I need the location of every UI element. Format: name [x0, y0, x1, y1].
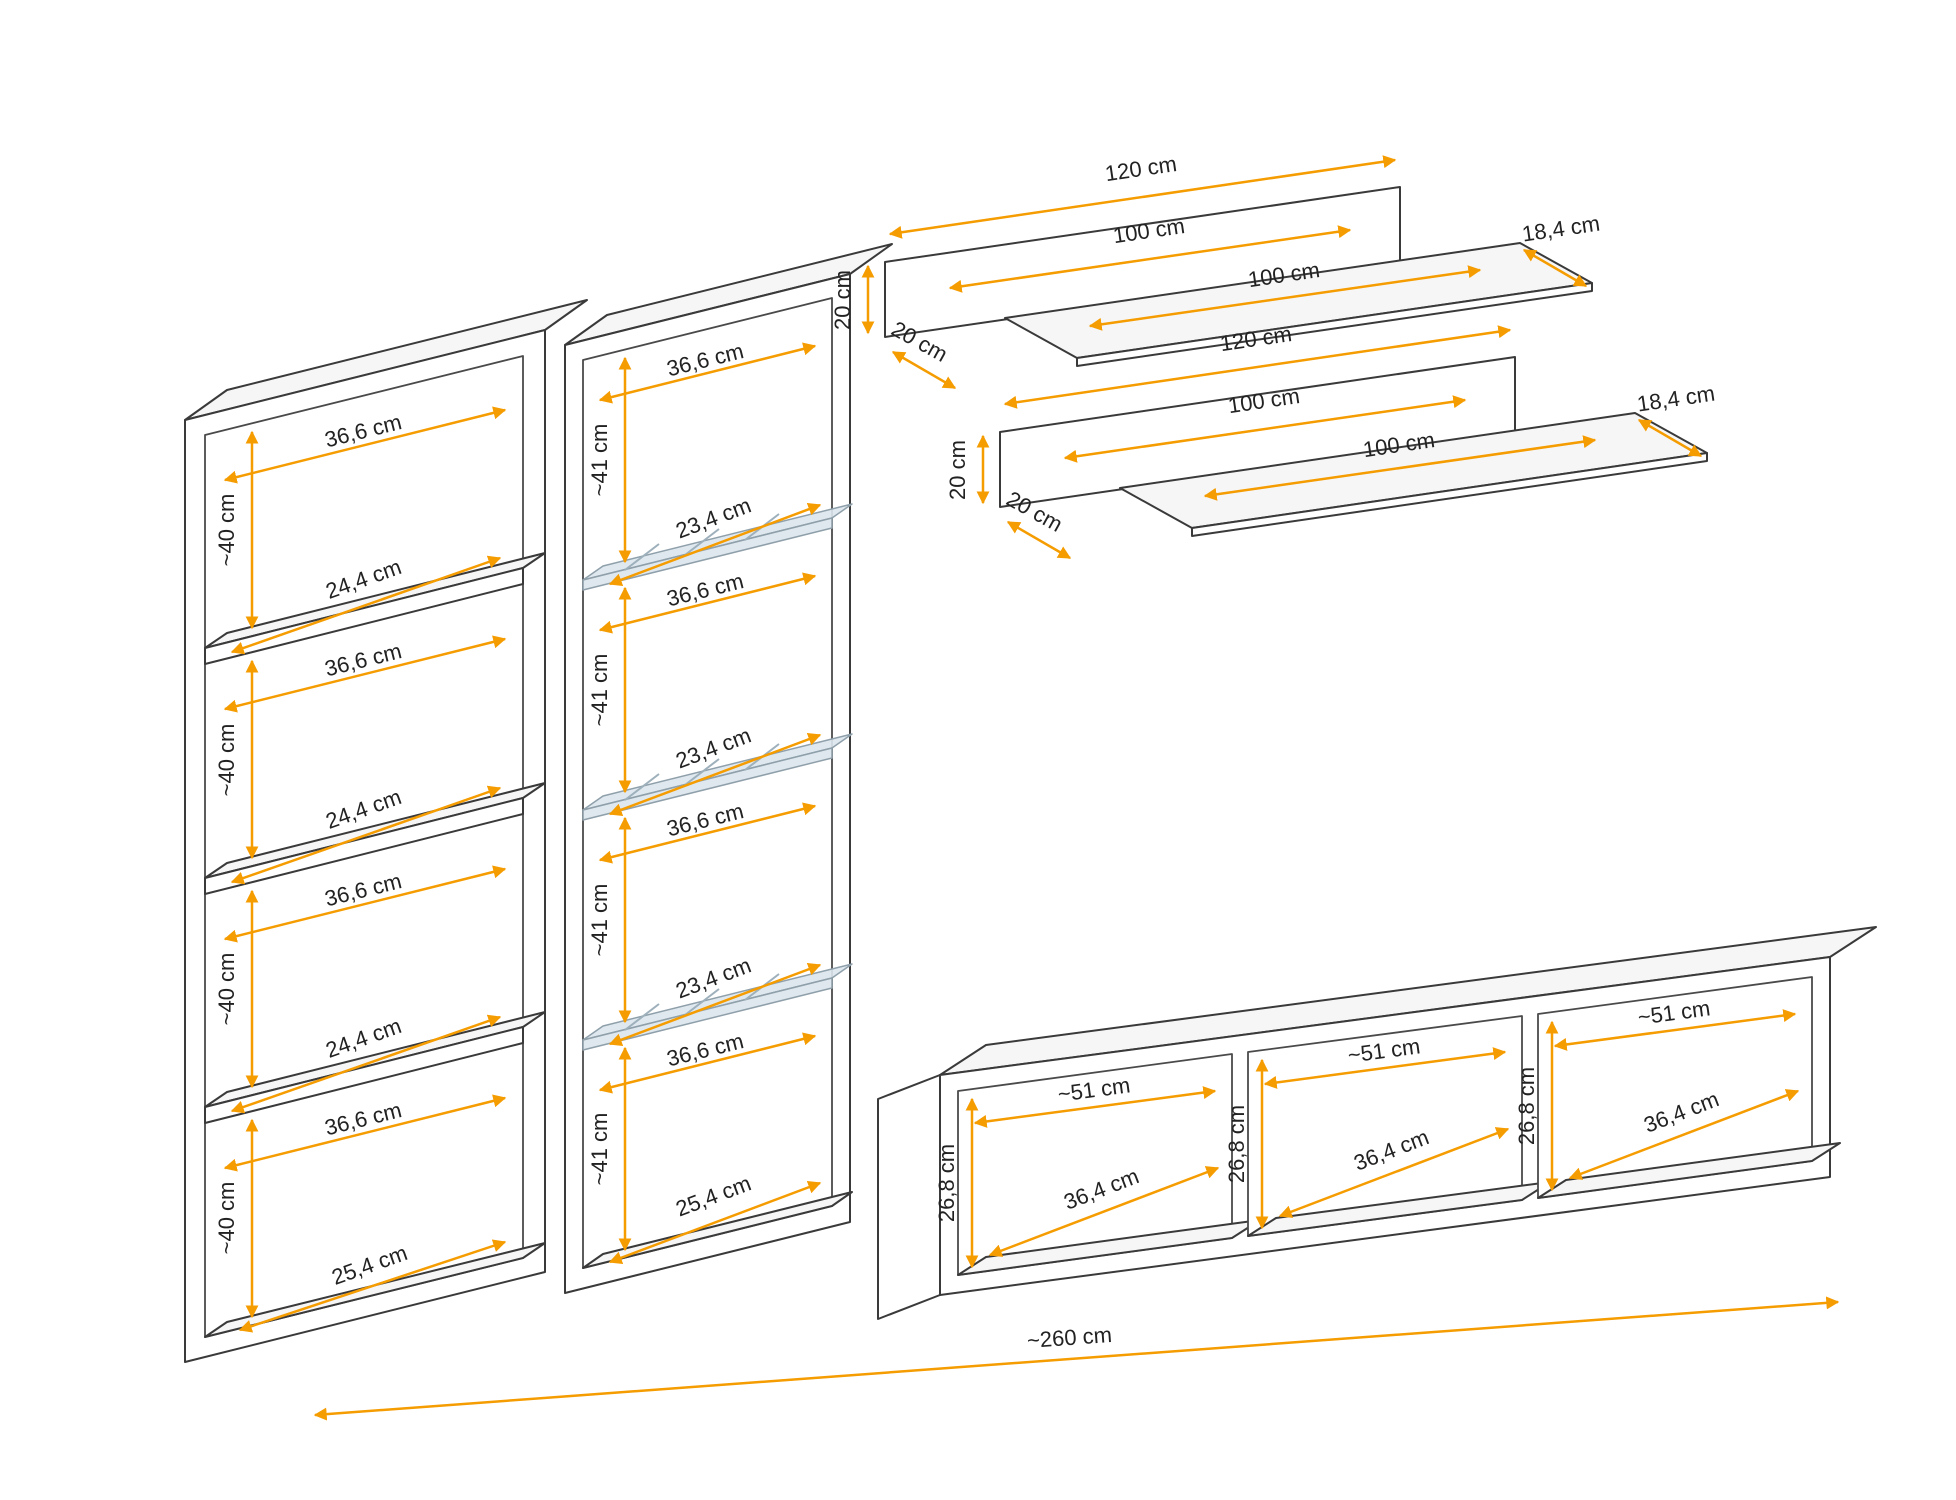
tv-stand: ~51 cm 36,4 cm 26,8 cm ~51 cm 36,4 cm 26… — [877, 926, 1877, 1320]
dim-arrow — [1003, 325, 1512, 409]
dim-arrow — [1522, 248, 1588, 288]
left-cabinet: 36,6 cm ~40 cm 24,4 cm 36,6 cm ~40 cm 24… — [184, 299, 588, 1363]
dim-arrow — [223, 1094, 507, 1172]
overall-width-dimension: ~260 cm — [313, 1296, 1840, 1421]
dim-arrow — [888, 155, 1397, 239]
dim-arrow — [313, 1296, 1840, 1421]
dim-arrow — [891, 350, 957, 390]
dim-label: ~41 cm — [587, 1113, 612, 1186]
dim-arrow — [598, 572, 817, 634]
dim-label: ~41 cm — [587, 654, 612, 727]
dim-label: ~40 cm — [214, 1182, 239, 1255]
dim-arrow — [598, 1032, 817, 1094]
dim-arrow — [608, 1181, 822, 1264]
dim-arrow — [1568, 1089, 1800, 1180]
wall-shelf-2: 120 cm 100 cm 18,4 cm 100 cm 20 cm 20 cm — [945, 321, 1716, 560]
tv-stand-left-cap — [877, 1074, 941, 1320]
dim-arrow — [1278, 1127, 1510, 1218]
dim-arrow — [598, 342, 817, 404]
dim-label: ~260 cm — [1026, 1322, 1113, 1353]
dim-arrow — [1063, 395, 1467, 463]
dim-arrow — [238, 1239, 507, 1333]
dim-label: 20 cm — [945, 440, 970, 500]
dim-arrow — [1263, 1047, 1507, 1089]
dim-arrow — [608, 963, 822, 1046]
dim-arrow — [598, 802, 817, 864]
dim-arrow — [1088, 265, 1482, 331]
dim-arrow — [988, 1166, 1220, 1257]
dim-label: 20 cm — [830, 270, 855, 330]
dim-label: 26,8 cm — [1514, 1067, 1539, 1145]
dim-label: ~40 cm — [214, 494, 239, 567]
dim-arrow — [948, 225, 1352, 293]
dim-label: ~40 cm — [214, 953, 239, 1026]
display-cabinet: 36,6 cm ~41 cm 23,4 cm 36,6 cm ~41 cm 23… — [564, 243, 893, 1294]
dim-label: ~41 cm — [587, 884, 612, 957]
dim-arrow — [1553, 1009, 1797, 1051]
dim-arrow — [1637, 418, 1703, 458]
dim-arrow — [973, 1086, 1217, 1128]
dim-label: 26,8 cm — [934, 1144, 959, 1222]
dim-label: ~40 cm — [214, 724, 239, 797]
wall-shelf-1: 120 cm 100 cm 18,4 cm 100 cm 20 cm 20 cm — [830, 151, 1601, 390]
dim-label: 26,8 cm — [1224, 1105, 1249, 1183]
dim-arrow — [223, 865, 507, 943]
dim-label: ~41 cm — [587, 424, 612, 497]
dim-arrow — [223, 635, 507, 713]
dim-label: 120 cm — [1103, 151, 1178, 186]
dim-label: 18,4 cm — [1520, 211, 1601, 247]
dim-arrow — [608, 733, 822, 816]
dim-arrow — [1006, 520, 1072, 560]
dim-arrow — [608, 503, 822, 586]
dim-arrow — [223, 406, 507, 484]
dim-arrow — [1203, 435, 1597, 501]
dim-label: 18,4 cm — [1635, 381, 1716, 417]
